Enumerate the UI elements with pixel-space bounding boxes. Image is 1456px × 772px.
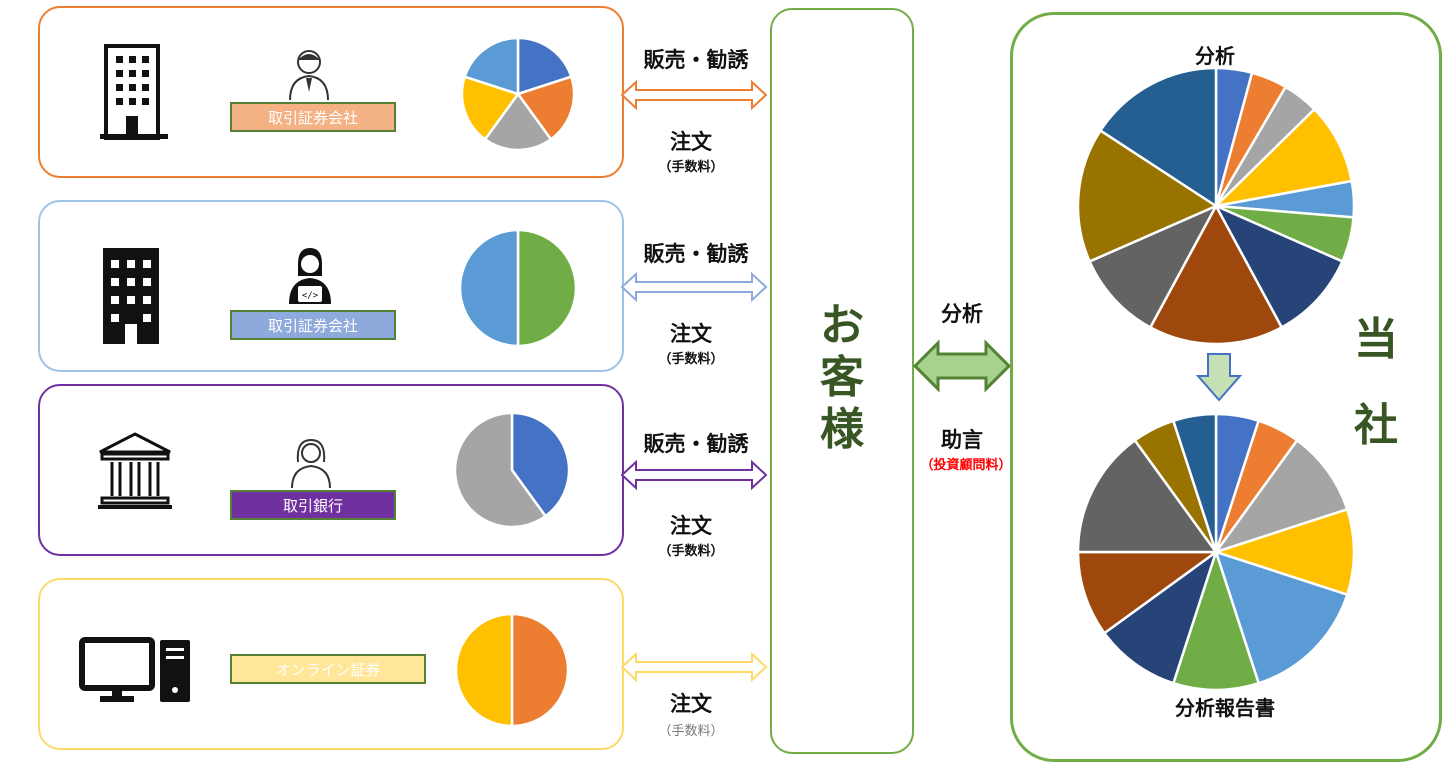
pie-slice-9 bbox=[1076, 438, 1219, 554]
company-label: 当 社 bbox=[1346, 314, 1406, 452]
order-label: 注文 bbox=[670, 130, 712, 154]
online-broker-tag: オンライン証券 bbox=[230, 654, 426, 684]
pie-slice-1 bbox=[510, 612, 570, 728]
pie-slice-11 bbox=[1171, 412, 1218, 553]
pie-slice-4 bbox=[1212, 107, 1354, 208]
company-char: 当 bbox=[1354, 314, 1398, 365]
pie-slice-7 bbox=[1213, 203, 1345, 330]
pie-slice-2 bbox=[454, 612, 514, 728]
office-building-outline-icon bbox=[100, 44, 168, 140]
pie-slice-11 bbox=[1098, 66, 1218, 209]
sales-label: 販売・勧誘 bbox=[643, 432, 749, 456]
double-arrow-3 bbox=[620, 459, 768, 491]
customer-box bbox=[770, 8, 914, 754]
pie-slice-1 bbox=[510, 411, 571, 518]
report-title: 分析報告書 bbox=[1175, 696, 1275, 720]
fee-label: （手数料） bbox=[658, 160, 724, 175]
pie-slice-5 bbox=[463, 36, 520, 96]
sales-label: 販売・勧誘 bbox=[643, 48, 749, 72]
desktop-computer-icon bbox=[79, 637, 190, 702]
fee-label: （手数料） bbox=[658, 724, 724, 739]
bank-tag: 取引銀行 bbox=[230, 490, 396, 520]
office-building-solid-icon bbox=[103, 248, 159, 344]
pie-slice-8 bbox=[1148, 203, 1284, 346]
pie-slice-2 bbox=[515, 75, 576, 142]
broker-tag: 取引証券会社 bbox=[230, 102, 396, 132]
customer-char: お bbox=[820, 300, 864, 351]
analysis-advice-arrow bbox=[912, 339, 1012, 393]
double-arrow-4 bbox=[620, 651, 768, 683]
company-char: 社 bbox=[1354, 400, 1398, 451]
fee-label: （手数料） bbox=[658, 544, 724, 559]
fee-label: （手数料） bbox=[658, 352, 724, 367]
pie-slice-2 bbox=[458, 228, 520, 348]
pie-slice-4 bbox=[1211, 507, 1356, 597]
pie-slice-9 bbox=[1087, 203, 1219, 330]
pie-slice-4 bbox=[460, 75, 521, 142]
svg-text:</>: </> bbox=[302, 291, 319, 301]
bank-icon bbox=[98, 432, 172, 509]
businesswoman-icon bbox=[291, 438, 331, 489]
advice-label: 助言 bbox=[941, 428, 983, 452]
pie-slice-1 bbox=[516, 228, 578, 348]
broker-tag: 取引証券会社 bbox=[230, 310, 396, 340]
customer-char: 客 bbox=[820, 352, 864, 403]
advisory-fee-label: （投資顧問料） bbox=[920, 458, 1012, 473]
double-arrow-2 bbox=[620, 271, 768, 303]
developer-icon: </> bbox=[289, 248, 331, 304]
pie-slice-2 bbox=[453, 411, 548, 529]
pie-slice-10 bbox=[1076, 128, 1219, 264]
pie-slice-3 bbox=[483, 91, 553, 152]
sales-label: 販売・勧誘 bbox=[643, 242, 749, 266]
order-label: 注文 bbox=[670, 514, 712, 538]
order-label: 注文 bbox=[670, 322, 712, 346]
pie-slice-8 bbox=[1076, 550, 1220, 635]
pie-slice-3 bbox=[1212, 438, 1349, 555]
businessman-icon bbox=[289, 50, 329, 101]
down-arrow-icon bbox=[1195, 353, 1243, 402]
pie-slice-6 bbox=[1171, 547, 1261, 692]
customer-char: 様 bbox=[820, 404, 864, 455]
analysis-pie-title: 分析 bbox=[1195, 44, 1235, 68]
customer-label: お 客 様 bbox=[810, 300, 874, 456]
pie-slice-7 bbox=[1102, 548, 1219, 685]
analysis-label: 分析 bbox=[941, 302, 983, 326]
double-arrow-1 bbox=[620, 79, 768, 111]
order-label: 注文 bbox=[670, 692, 712, 716]
